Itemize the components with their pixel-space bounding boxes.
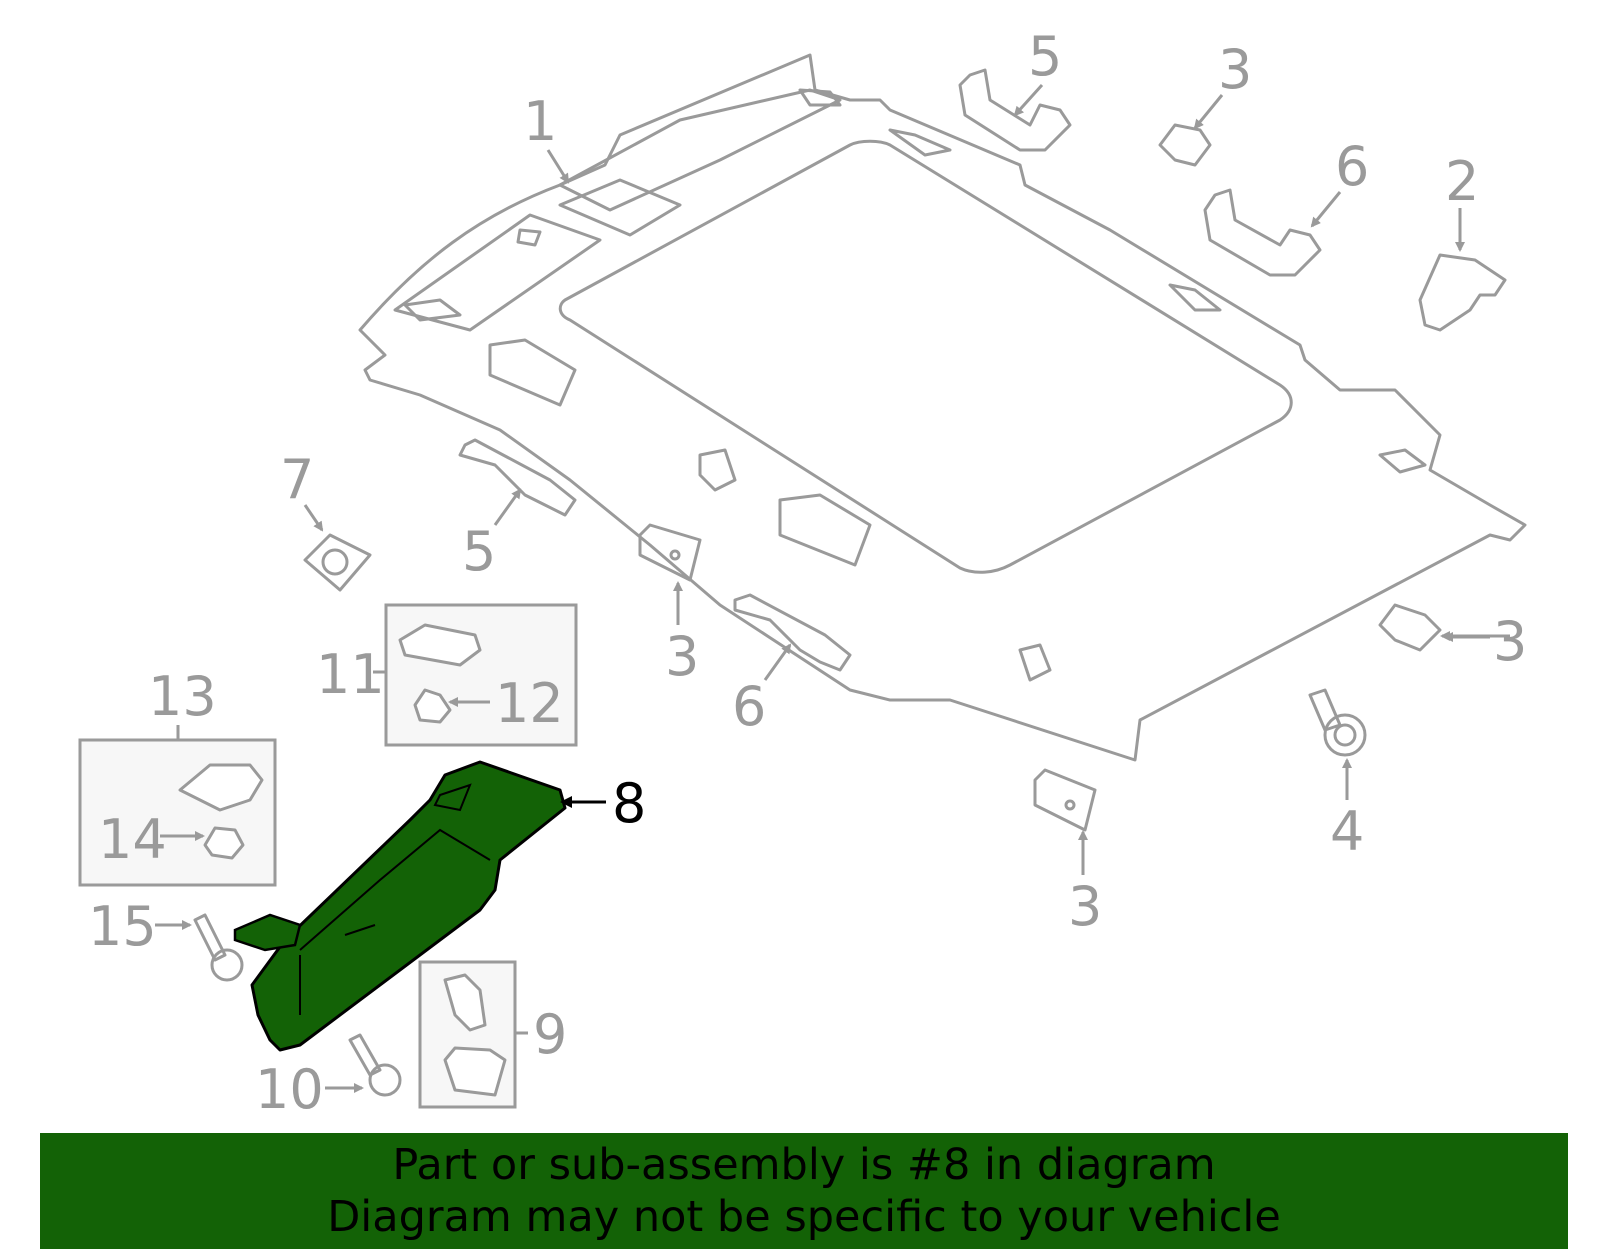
grab-handle-part-6-right [1203, 188, 1322, 277]
callout-2: 2 [1445, 150, 1479, 213]
callout-4: 4 [1330, 800, 1364, 863]
handle-part-5-left [458, 438, 577, 517]
sun-visor-part-8[interactable] [233, 760, 567, 1052]
callout-6-top: 6 [1335, 135, 1369, 198]
bracket-part-2 [1418, 253, 1507, 332]
callout-3-bottom: 3 [1068, 875, 1102, 938]
bracket-part-9-bottom [443, 1046, 507, 1097]
box-part-13 [78, 738, 277, 887]
clip-part-3-bottom [1033, 768, 1097, 832]
callout-3-center: 3 [665, 625, 699, 688]
callout-9: 9 [533, 1003, 567, 1066]
callout-15: 15 [88, 895, 157, 958]
callout-1: 1 [523, 90, 557, 153]
callout-7: 7 [280, 448, 314, 511]
bracket-part-9-top [443, 973, 487, 1032]
callout-12: 12 [495, 672, 564, 735]
info-banner: Part or sub-assembly is #8 in diagram Di… [40, 1133, 1568, 1249]
headliner-part-1 [358, 53, 1527, 762]
cover-part-7 [303, 533, 372, 592]
callout-8-highlighted: 8 [612, 772, 646, 835]
clip-part-12 [413, 688, 452, 724]
banner-line-2: Diagram may not be specific to your vehi… [327, 1192, 1281, 1242]
clip-part-3-center [638, 523, 702, 582]
clip-part-14 [203, 826, 245, 860]
callout-labels: 1 5 3 6 2 7 5 3 6 3 4 3 11 12 13 14 15 9… [88, 25, 1527, 1121]
screw-part-4 [1308, 688, 1367, 757]
banner-line-1: Part or sub-assembly is #8 in diagram [392, 1140, 1216, 1190]
callout-5-top: 5 [1028, 25, 1062, 88]
grab-handle-part-5-top [958, 68, 1072, 152]
bolt-part-15 [193, 913, 244, 982]
callout-13: 13 [148, 665, 217, 728]
holder-part-13 [178, 763, 264, 812]
callout-3-right: 3 [1493, 610, 1527, 673]
callout-6-lower: 6 [732, 675, 766, 738]
callout-11: 11 [316, 643, 385, 706]
lamp-part-11 [398, 623, 482, 667]
callout-3-top: 3 [1218, 38, 1252, 101]
callout-5-left: 5 [462, 520, 496, 583]
clip-part-3-top [1158, 123, 1212, 167]
clip-part-3-right [1378, 603, 1442, 652]
bolt-part-10 [348, 1033, 402, 1097]
callout-10: 10 [255, 1058, 324, 1121]
leader-lines [155, 83, 1510, 1093]
handle-part-6-lower [733, 593, 852, 672]
callout-14: 14 [98, 808, 167, 871]
